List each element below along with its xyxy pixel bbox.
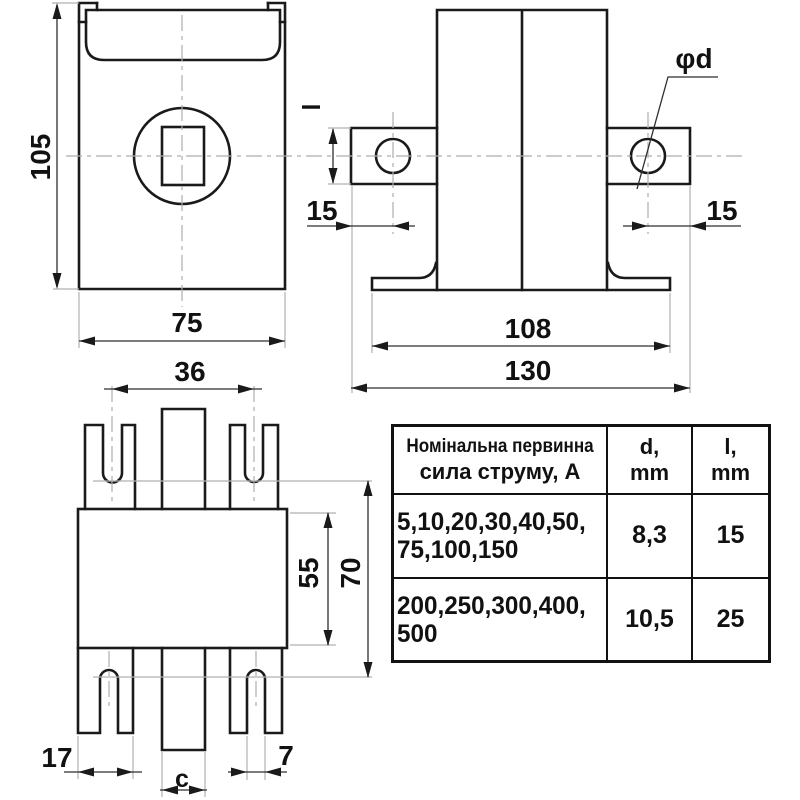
dim-label-overall-depth: 70 [335,557,366,588]
dim-label-offset-right: 15 [706,195,737,226]
side-body-outline [435,8,609,292]
mounting-flanges [370,261,672,292]
table-row2-current: 200,250,300,400, 500 [394,577,606,660]
table-row1-d: 8,3 [606,493,691,577]
table-row1-current: 5,10,20,30,40,50, 75,100,150 [394,493,606,577]
table-header-d: d, mm [606,427,691,493]
dim-label-fork-span: 36 [174,356,205,387]
table-header-d-symbol: d, [639,433,660,459]
front-cover-notches [77,1,287,24]
table-row1-l: 15 [691,493,768,577]
table-row1-d-value: 8,3 [632,521,667,550]
table-row1-current-line1: 5,10,20,30,40,50, [397,508,586,536]
table-row2-d-value: 10,5 [625,604,674,633]
fork-bottom-left [76,646,135,735]
front-cover-cap [84,8,282,62]
fork-top-left [83,423,137,511]
dim-label-front-height: 105 [25,134,56,181]
dim-label-slot-width: 7 [278,740,294,771]
dim-label-flange-span: 108 [505,313,552,344]
dimension-arrowheads [52,3,706,795]
side-terminal-left [349,126,439,186]
table-header-current-line2: сила струму, А [419,458,581,484]
dim-label-hole-diameter: φd [675,43,712,74]
dimension-lines [56,5,741,791]
dim-label-terminal-length: l [298,104,326,111]
bottom-view [76,407,289,752]
table-header-l-unit: mm [710,460,751,485]
center-lines [66,15,744,706]
dim-label-fork-width: 17 [41,742,72,773]
dim-label-busbar-width: c [175,765,189,793]
table-row2-l: 25 [691,577,768,660]
table-header-current: Номінальна первинна сила струму, А [394,427,606,493]
side-view [349,8,692,292]
spec-table: Номінальна первинна сила струму, А d, mm… [391,424,771,663]
table-row1-current-line2: 75,100,150 [397,536,519,564]
dim-label-front-width: 75 [171,307,202,338]
table-header-l-symbol: l, [724,433,737,459]
diameter-leader-line [636,76,718,190]
table-header-current-line1: Номінальна первинна [406,435,594,457]
fork-bottom-right [228,646,284,735]
table-row2-current-line1: 200,250,300,400, [397,591,586,620]
dim-label-body-depth: 55 [293,557,324,588]
table-header-l: l, mm [691,427,768,493]
dim-label-offset-left: 15 [306,195,337,226]
table-row2-l-value: 25 [716,604,745,633]
table-header-d-unit: mm [629,460,670,485]
table-row1-l-value: 15 [716,521,745,550]
table-row2-current-line2: 500 [397,619,438,648]
busbar-top [160,407,207,511]
bottom-body-outline [76,507,289,650]
busbar-bottom [160,646,207,752]
table-row2-d: 10,5 [606,577,691,660]
dim-label-overall-width: 130 [505,355,552,386]
